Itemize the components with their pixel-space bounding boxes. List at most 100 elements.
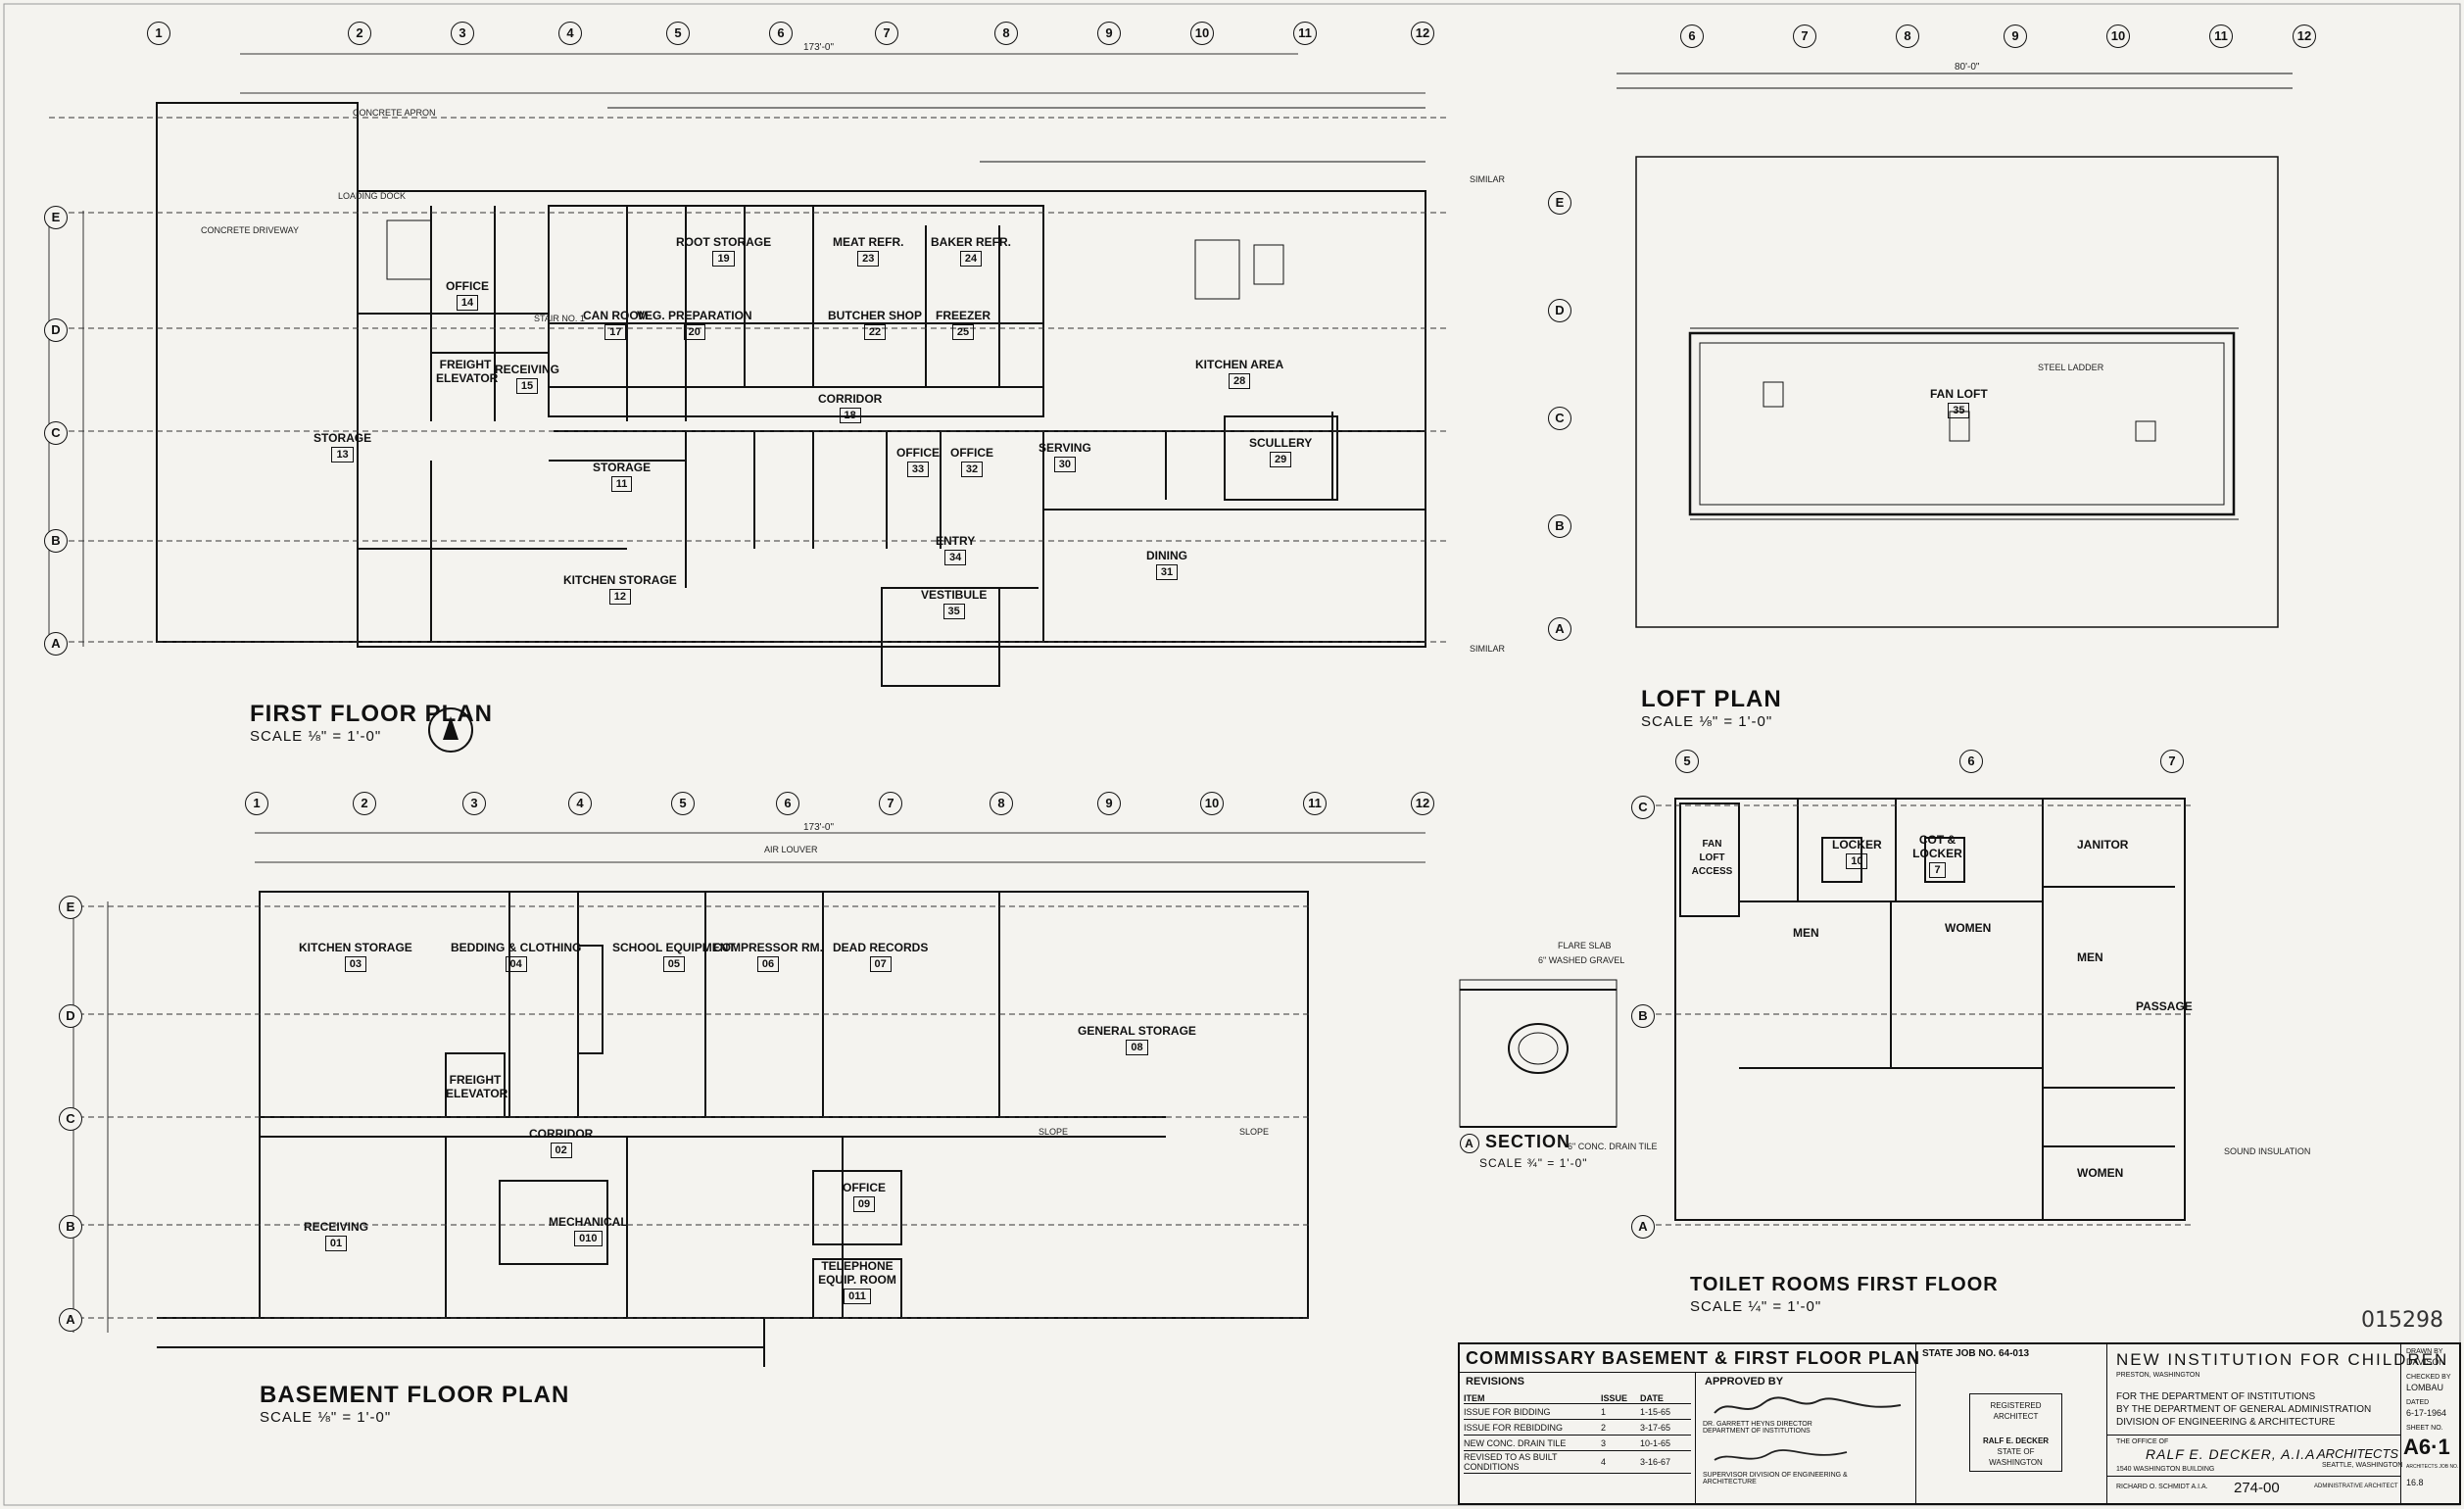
grid-row-d: D bbox=[44, 318, 68, 342]
bsmt-grid-col-1: 1 bbox=[245, 792, 268, 815]
grid-col-12: 12 bbox=[1411, 22, 1434, 45]
note-sound-insulation: SOUND INSULATION bbox=[2224, 1146, 2311, 1156]
bsmt-grid-col-6: 6 bbox=[776, 792, 799, 815]
loft-grid-col-10: 10 bbox=[2106, 24, 2130, 48]
note-slope-1: SLOPE bbox=[1039, 1127, 1069, 1137]
grid-row-e: E bbox=[44, 206, 68, 229]
grid-row-b: B bbox=[44, 529, 68, 553]
overall-dimension: 173'-0" bbox=[803, 42, 835, 53]
for-line-3: DIVISION OF ENGINEERING & ARCHITECTURE bbox=[2116, 1417, 2336, 1428]
loft-grid-col-6: 6 bbox=[1680, 24, 1704, 48]
sheet-number: A6·1 bbox=[2403, 1435, 2450, 1459]
for-line-2: BY THE DEPARTMENT OF GENERAL ADMINISTRAT… bbox=[2116, 1404, 2372, 1415]
note-similar-1: SIMILAR bbox=[1470, 174, 1506, 184]
bsmt-grid-col-4: 4 bbox=[568, 792, 592, 815]
approved-by-label: APPROVED BY bbox=[1705, 1376, 1784, 1387]
signature-icon bbox=[1714, 1396, 1902, 1414]
room-meat-refr: MEAT REFR.23 bbox=[833, 235, 904, 267]
checked-by: LOMBAU bbox=[2406, 1383, 2444, 1392]
job-no-label: ARCHITECTS JOB NO. bbox=[2406, 1464, 2459, 1470]
toilet-men-2: MEN bbox=[2077, 950, 2103, 964]
grid-col-6: 6 bbox=[769, 22, 793, 45]
admin-architect-title: ADMINISTRATIVE ARCHITECT bbox=[2314, 1484, 2398, 1489]
bsmt-grid-col-8: 8 bbox=[990, 792, 1013, 815]
drawn-by: DAVISON bbox=[2406, 1357, 2445, 1367]
loft-grid-row-d: D bbox=[1548, 299, 1571, 322]
toilet-plan-linework bbox=[1674, 798, 2186, 1221]
handwritten-drawing-id: 015298 bbox=[2361, 1308, 2443, 1333]
revisions-table: ITEM ISSUE DATE ISSUE FOR BIDDING 1 1-15… bbox=[1464, 1393, 1691, 1474]
approver-supervisor: SUPERVISOR DIVISION OF ENGINEERING & ARC… bbox=[1703, 1472, 1848, 1485]
section-title: A SECTION bbox=[1460, 1132, 1570, 1153]
revision-row: REVISED TO AS BUILT CONDITIONS 4 3-16-67 bbox=[1464, 1451, 1691, 1474]
grid-col-4: 4 bbox=[558, 22, 582, 45]
toilet-passage: PASSAGE bbox=[2136, 999, 2193, 1013]
toilet-grid-row-b: B bbox=[1631, 1004, 1655, 1028]
grid-col-5: 5 bbox=[666, 22, 690, 45]
bsmt-room-freight-elevator: FREIGHT ELEVATOR bbox=[446, 1073, 508, 1100]
note-concrete-apron: CONCRETE APRON bbox=[353, 108, 436, 118]
revisions-label: REVISIONS bbox=[1466, 1376, 1524, 1387]
toilet-grid-row-c: C bbox=[1631, 796, 1655, 819]
loft-grid-col-8: 8 bbox=[1896, 24, 1919, 48]
dated-label: DATED bbox=[2406, 1399, 2430, 1406]
project-location: PRESTON, WASHINGTON bbox=[2116, 1372, 2200, 1379]
loft-grid-row-c: C bbox=[1548, 407, 1571, 430]
col-issue: ISSUE bbox=[1601, 1393, 1628, 1403]
revision-row: NEW CONC. DRAIN TILE 3 10-1-65 bbox=[1464, 1436, 1691, 1451]
bsmt-grid-row-b: B bbox=[59, 1215, 82, 1239]
note-washed-gravel: 6" WASHED GRAVEL bbox=[1538, 955, 1625, 965]
note-steel-ladder: STEEL LADDER bbox=[2038, 363, 2104, 372]
section-scale: SCALE ¾" = 1'-0" bbox=[1479, 1156, 1588, 1170]
dated: 6-17-1964 bbox=[2406, 1408, 2447, 1418]
toilet-grid-col-5: 5 bbox=[1675, 750, 1699, 773]
loft-grid-col-7: 7 bbox=[1793, 24, 1816, 48]
grid-col-9: 9 bbox=[1097, 22, 1121, 45]
bsmt-grid-row-a: A bbox=[59, 1308, 82, 1332]
signature-icon bbox=[1714, 1449, 1848, 1461]
note-slope-2: SLOPE bbox=[1239, 1127, 1270, 1137]
basement-plan-scale: SCALE ⅛" = 1'-0" bbox=[260, 1409, 392, 1426]
loft-grid-col-9: 9 bbox=[2004, 24, 2027, 48]
grid-col-2: 2 bbox=[348, 22, 371, 45]
grid-col-7: 7 bbox=[875, 22, 898, 45]
sheet-no-label: SHEET NO. bbox=[2406, 1425, 2443, 1432]
bsmt-grid-col-11: 11 bbox=[1303, 792, 1327, 815]
architect-address: 1540 WASHINGTON BUILDING bbox=[2116, 1466, 2215, 1473]
toilet-janitor: JANITOR bbox=[2077, 838, 2129, 852]
state-job-number: STATE JOB NO. 64-013 bbox=[1922, 1348, 2030, 1359]
job-no: 16.8 bbox=[2406, 1478, 2424, 1487]
note-drain-tile: 6" CONC. DRAIN TILE bbox=[1568, 1142, 1658, 1151]
note-concrete-driveway: CONCRETE DRIVEWAY bbox=[201, 225, 300, 235]
first-floor-plan-scale: SCALE ⅛" = 1'-0" bbox=[250, 728, 382, 745]
toilet-women-1: WOMEN bbox=[1945, 921, 1992, 935]
checked-by-label: CHECKED BY bbox=[2406, 1374, 2451, 1381]
for-line-1: FOR THE DEPARTMENT OF INSTITUTIONS bbox=[2116, 1391, 2316, 1402]
grid-row-c: C bbox=[44, 421, 68, 445]
bsmt-grid-col-2: 2 bbox=[353, 792, 376, 815]
bsmt-grid-col-12: 12 bbox=[1411, 792, 1434, 815]
title-block: COMMISSARY BASEMENT & FIRST FLOOR PLAN R… bbox=[1458, 1342, 2461, 1505]
bsmt-grid-col-7: 7 bbox=[879, 792, 902, 815]
drawing-title: COMMISSARY BASEMENT & FIRST FLOOR PLAN bbox=[1466, 1348, 1921, 1368]
bsmt-grid-row-c: C bbox=[59, 1107, 82, 1131]
toilet-fan-loft-access: FAN LOFT ACCESS bbox=[1691, 839, 1733, 877]
loft-plan-title: LOFT PLAN bbox=[1641, 686, 1782, 712]
